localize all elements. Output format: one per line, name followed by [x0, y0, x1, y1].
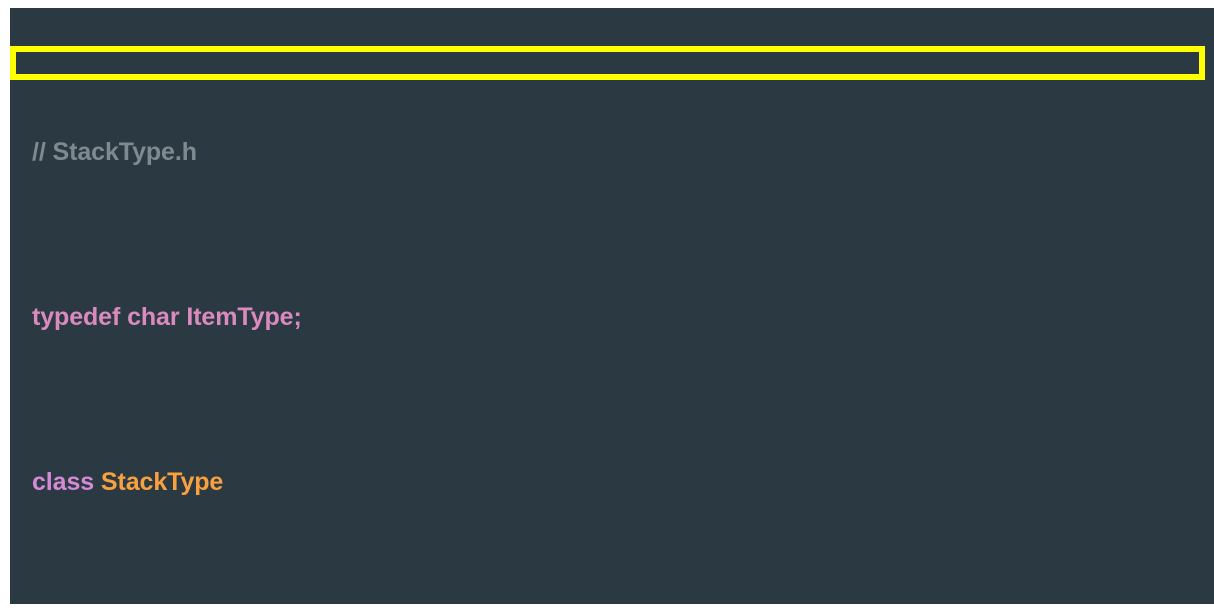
code-line-1: // StackType.h: [10, 136, 1214, 169]
class-keyword: class: [32, 468, 95, 496]
char-keyword: char: [127, 303, 180, 331]
typedef-keyword: typedef: [32, 303, 121, 331]
class-name: StackType: [100, 468, 224, 496]
itemtype-identifier: ItemType;: [186, 303, 302, 331]
code-line-3-class: class StackType: [10, 466, 1214, 499]
code-block: // StackType.h typedef char ItemType; cl…: [10, 8, 1214, 604]
code-line-2-typedef: typedef char ItemType;: [10, 301, 1214, 334]
file-comment: // StackType.h: [32, 138, 197, 166]
code-listing-panel: // StackType.h typedef char ItemType; cl…: [10, 8, 1214, 604]
space: [94, 468, 101, 496]
